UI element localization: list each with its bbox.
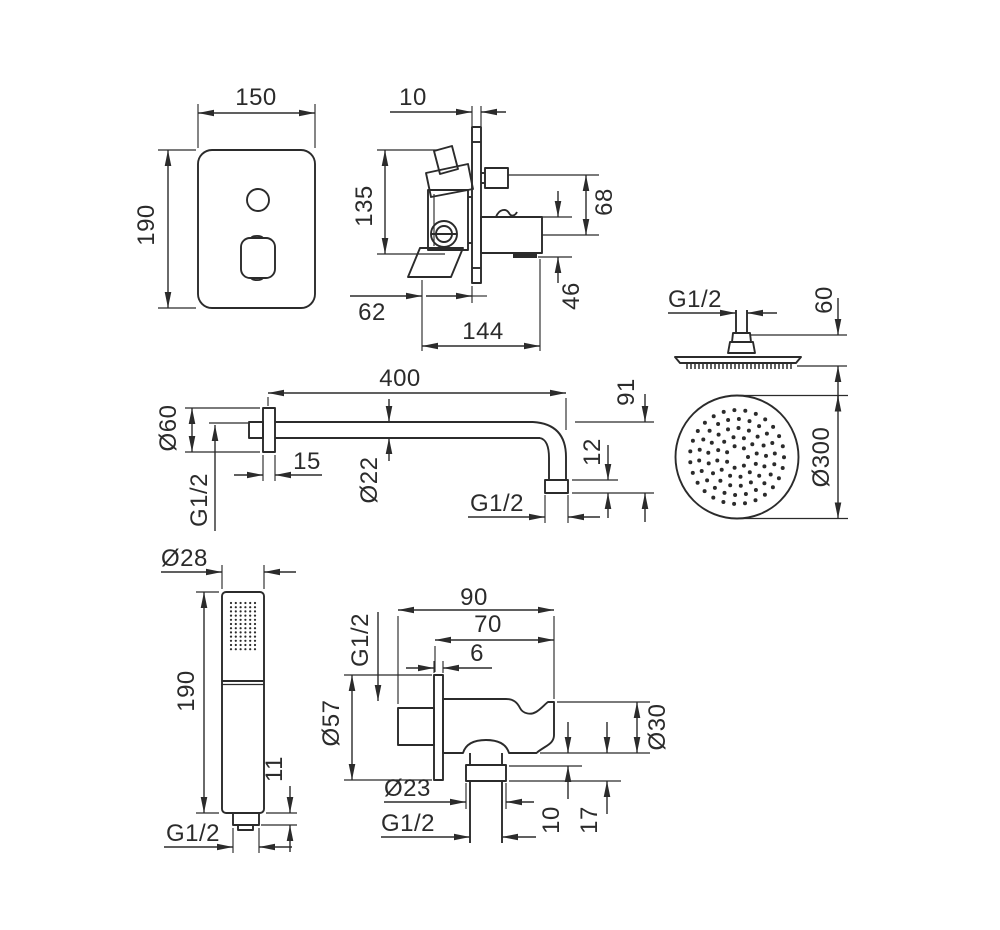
dim-holder-plate-thickness: 6 xyxy=(470,640,484,667)
valve-spout-detail xyxy=(495,209,518,218)
valve-top-stem xyxy=(433,145,459,175)
dim-hand-shower-nut-height: 11 xyxy=(261,756,288,782)
plate-outline xyxy=(197,149,316,309)
arm-wall-flange xyxy=(262,407,276,453)
dim-plate-height: 190 xyxy=(133,204,160,246)
dim-holder-diameter: Ø30 xyxy=(644,704,671,751)
dim-arm-length: 400 xyxy=(379,365,421,392)
dim-holder-outlet-thread: G1/2 xyxy=(381,810,435,837)
holder-body xyxy=(442,698,555,754)
hand-shower-nut xyxy=(232,812,260,826)
valve-top-outlet xyxy=(484,167,509,189)
plate-upper-button xyxy=(246,188,270,212)
dim-holder-ring-diameter: Ø23 xyxy=(384,775,431,802)
dim-arm-wall-thread: G1/2 xyxy=(186,473,213,527)
hand-shower-body xyxy=(221,591,265,814)
arm-bend-outer xyxy=(532,421,567,480)
dim-valve-body-height: 135 xyxy=(351,185,378,227)
valve-foot xyxy=(407,247,464,278)
dim-holder-ring-bottom-offset: 17 xyxy=(576,806,603,834)
view-mixer-valve-side: 10 135 68 46 62 144 xyxy=(350,84,618,351)
dim-valve-outlet-offset: 68 xyxy=(591,188,618,216)
holder-outlet-ring xyxy=(465,764,507,782)
dim-hand-shower-diameter: Ø28 xyxy=(161,545,208,572)
valve-wall-plate xyxy=(471,126,482,284)
holder-inlet-thread xyxy=(397,707,435,746)
dim-arm-tube-diameter: Ø22 xyxy=(356,457,383,504)
dim-holder-ring-top-offset: 10 xyxy=(538,806,565,834)
valve-body xyxy=(427,189,469,251)
arm-bend-inner xyxy=(539,437,550,480)
valve-top-cap xyxy=(425,163,474,198)
dim-holder-plate-diameter: Ø57 xyxy=(318,700,345,747)
view-rain-head-top: Ø300 xyxy=(674,394,848,520)
dim-valve-wall-depth: 62 xyxy=(358,299,386,326)
plate-lower-button xyxy=(240,237,276,279)
dim-arm-outlet-thread: G1/2 xyxy=(470,490,524,517)
dim-head-height: 60 xyxy=(811,286,838,314)
dim-valve-plate-thickness: 10 xyxy=(399,84,427,111)
dim-arm-tip-height: 12 xyxy=(579,438,606,466)
head-disc xyxy=(674,356,802,364)
dim-arm-flange-depth: 15 xyxy=(293,448,321,475)
dim-arm-flange-diameter: Ø60 xyxy=(155,405,182,452)
hand-shower-thread-stub xyxy=(237,824,254,831)
arm-thread-stub xyxy=(248,421,264,439)
holder-wall-plate xyxy=(433,674,444,781)
view-shower-arm-side: 400 Ø60 G1/2 15 Ø22 91 12 G xyxy=(155,365,654,531)
view-rain-head-side: G1/2 60 xyxy=(668,286,847,403)
head-connector-collar xyxy=(727,341,756,354)
dim-plate-width: 150 xyxy=(235,84,277,111)
head-connector-nut xyxy=(731,332,752,343)
view-wall-elbow-holder: 90 70 6 G1/2 Ø57 Ø30 10 17 xyxy=(318,584,671,843)
head-spray-nozzles xyxy=(688,408,786,506)
view-hand-shower-front: Ø28 190 11 G1/2 xyxy=(161,545,297,853)
dim-holder-width: 90 xyxy=(460,584,488,611)
dim-valve-total-depth: 144 xyxy=(462,318,504,345)
dim-hand-shower-thread: G1/2 xyxy=(166,820,220,847)
hand-shower-spray-face xyxy=(229,601,257,651)
dim-hand-shower-length: 190 xyxy=(173,670,200,712)
head-nozzle-fringe xyxy=(686,364,792,369)
valve-spout-aerator xyxy=(513,252,537,258)
dim-valve-spout-height: 46 xyxy=(558,282,585,310)
valve-spout-body xyxy=(480,216,543,254)
dim-head-diameter: Ø300 xyxy=(808,427,835,488)
head-top-outline xyxy=(674,394,800,520)
plate-lower-button-bottom-notch xyxy=(250,277,264,282)
dim-holder-inlet-thread: G1/2 xyxy=(347,613,374,667)
dim-head-thread: G1/2 xyxy=(668,286,722,313)
arm-outlet-fitting xyxy=(544,479,569,494)
plate-lower-button-top-notch xyxy=(250,234,264,239)
view-mixer-plate-front: 150 190 xyxy=(133,84,316,309)
dim-holder-inner-width: 70 xyxy=(474,611,502,638)
dim-arm-drop: 91 xyxy=(613,378,640,406)
